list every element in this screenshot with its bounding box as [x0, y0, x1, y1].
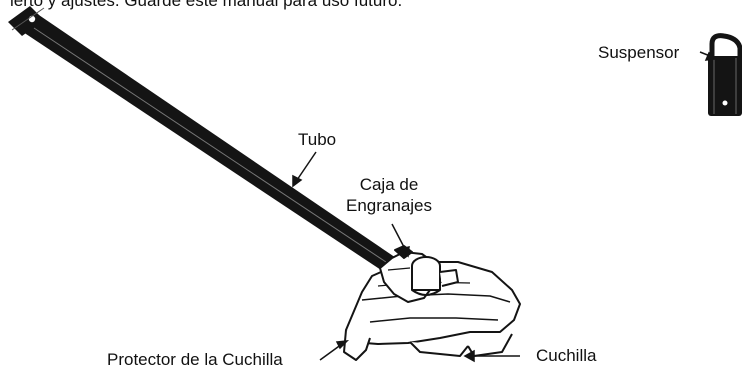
hanger-leader-arrow	[699, 51, 717, 61]
gearbox-label-line2: Engranajes	[346, 196, 433, 215]
gearbox-label: Caja de Engranajes	[346, 174, 432, 216]
gearbox-label-line1: Caja de	[359, 175, 419, 194]
blade-guard-label: Protector de la Cuchilla	[107, 350, 283, 369]
tube-leader-arrow	[292, 151, 317, 188]
manual-intro-text: ierto y ajustes. Guarde este manual para…	[10, 0, 403, 10]
blade-leader-arrow	[463, 349, 520, 363]
hanger-label: Suspensor	[598, 43, 680, 62]
tube-label: Tubo	[298, 130, 337, 149]
hanger-illustration	[708, 33, 742, 116]
guard-leader-arrow	[319, 340, 350, 361]
blade-label: Cuchilla	[536, 346, 597, 365]
gearbox-illustration	[379, 245, 459, 303]
tube-illustration	[8, 6, 402, 276]
gearbox-leader-arrow	[391, 223, 410, 258]
